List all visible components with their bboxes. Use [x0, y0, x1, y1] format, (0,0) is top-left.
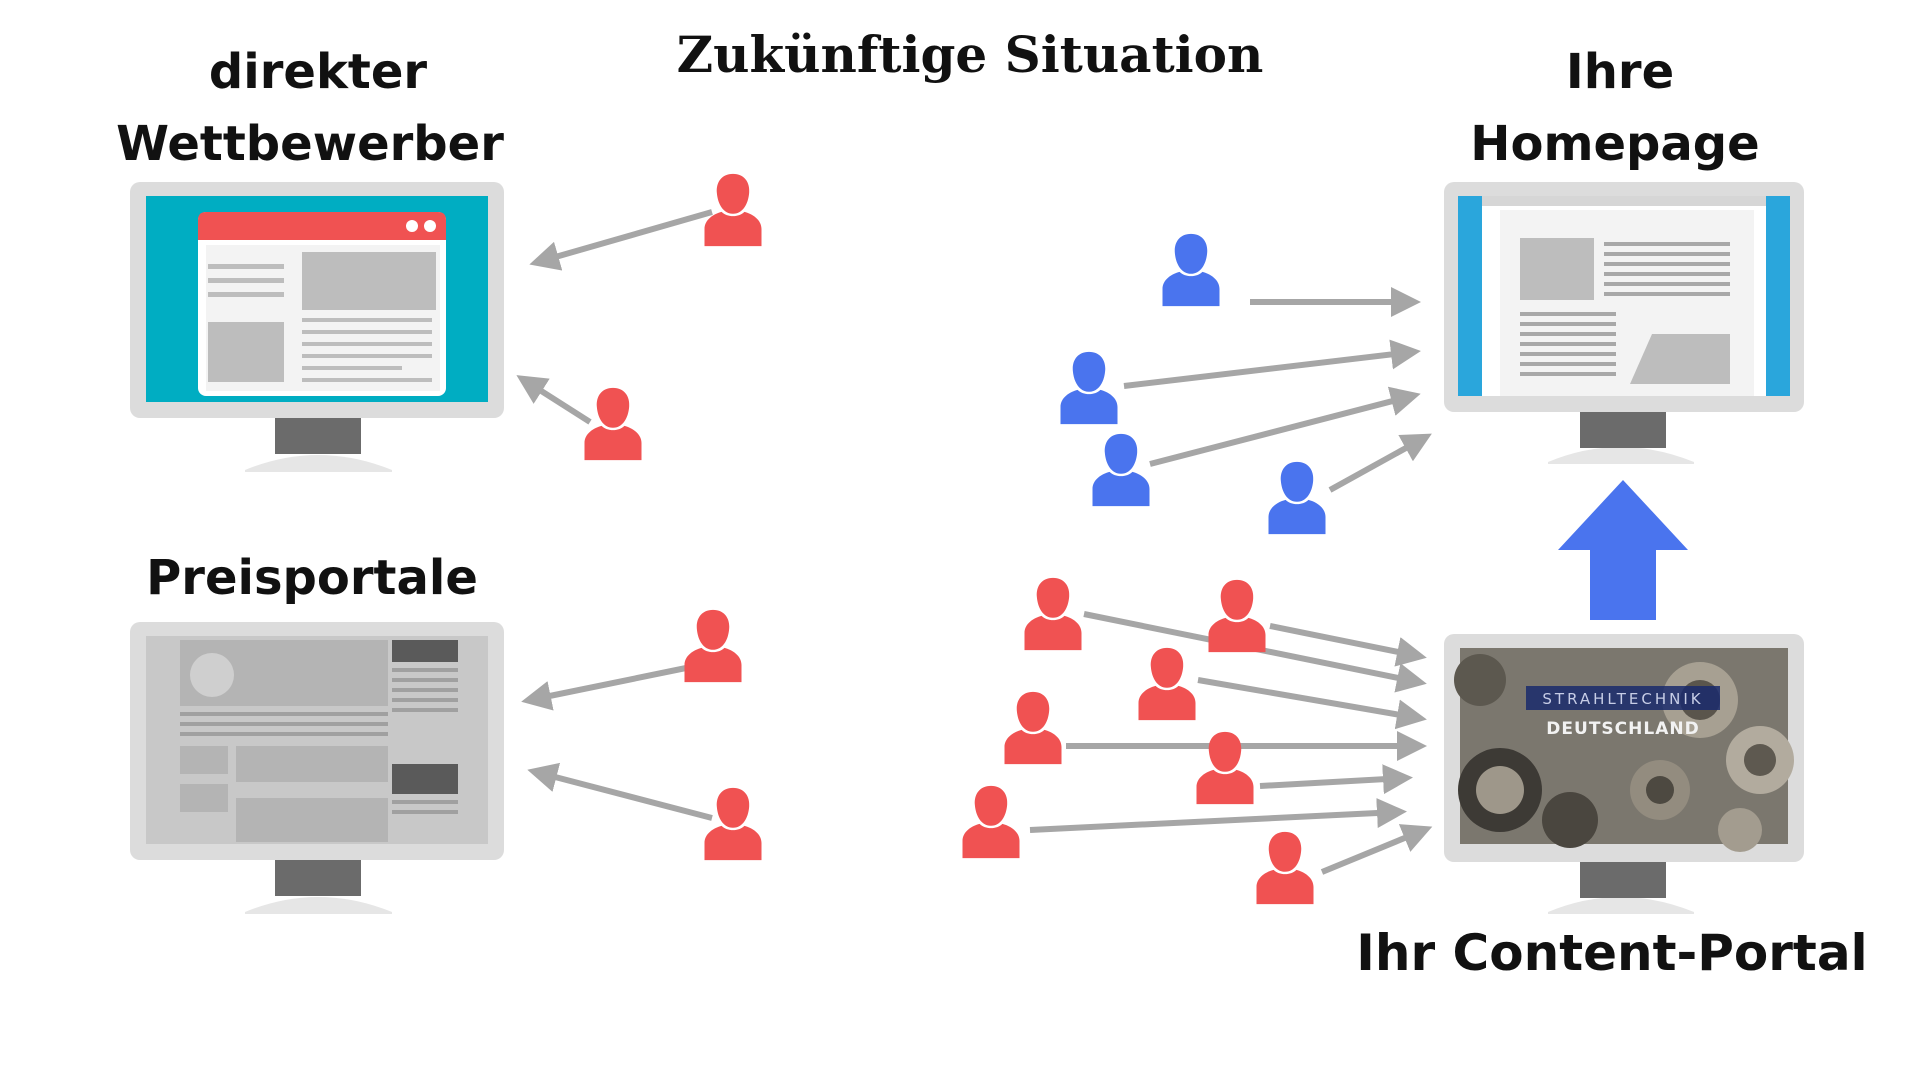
person-icon [1208, 579, 1266, 653]
competitor-monitor-icon [130, 182, 504, 472]
person-icon [1256, 831, 1314, 905]
person-icon [704, 787, 762, 861]
person-icon [1004, 691, 1062, 765]
arrow-to-portal-6 [1029, 798, 1407, 833]
person-icon [1138, 647, 1196, 721]
arrow-to-homepage-2 [1123, 339, 1421, 389]
person-icon [684, 609, 742, 683]
portal-brand-line1: STRAHLTECHNIK [1542, 690, 1703, 708]
person-icon [704, 173, 762, 247]
portal-brand-line2: DEUTSCHLAND [1546, 719, 1699, 739]
arrow-to-portal-5 [1259, 764, 1413, 795]
homepage-label-line2: Homepage [1470, 116, 1759, 172]
page-title: Zukünftige Situation [677, 25, 1264, 84]
arrow-to-competitor-1 [529, 209, 713, 271]
person-icon [962, 785, 1020, 859]
arrow-to-price-portals-1 [521, 665, 687, 711]
person-icon [1268, 461, 1326, 535]
person-icon [584, 387, 642, 461]
up-arrow-icon [1558, 480, 1688, 620]
person-icon [1196, 731, 1254, 805]
arrow-to-portal-3 [1197, 677, 1427, 730]
arrow-to-homepage-4 [1328, 433, 1432, 493]
arrow-to-competitor-2 [516, 375, 592, 425]
arrow-to-portal-7 [1320, 824, 1433, 875]
person-icon [1092, 433, 1150, 507]
homepage-label-line1: Ihre [1566, 44, 1674, 100]
person-icon [1024, 577, 1082, 651]
homepage-monitor-icon [1444, 182, 1804, 464]
arrow-to-homepage-3 [1149, 386, 1421, 467]
price-portal-monitor-icon [130, 622, 504, 914]
person-icon [1162, 233, 1220, 307]
competitor-label-line2: Wettbewerber [116, 116, 504, 172]
content-portal-label: Ihr Content-Portal [1356, 924, 1867, 982]
arrow-to-portal-2 [1269, 623, 1427, 667]
competitor-label-line1: direkter [209, 44, 427, 100]
person-icon [1060, 351, 1118, 425]
arrow-to-price-portals-2 [527, 762, 713, 821]
price-portals-label: Preisportale [146, 550, 478, 606]
content-portal-monitor-icon: STRAHLTECHNIK DEUTSCHLAND [1444, 634, 1804, 914]
